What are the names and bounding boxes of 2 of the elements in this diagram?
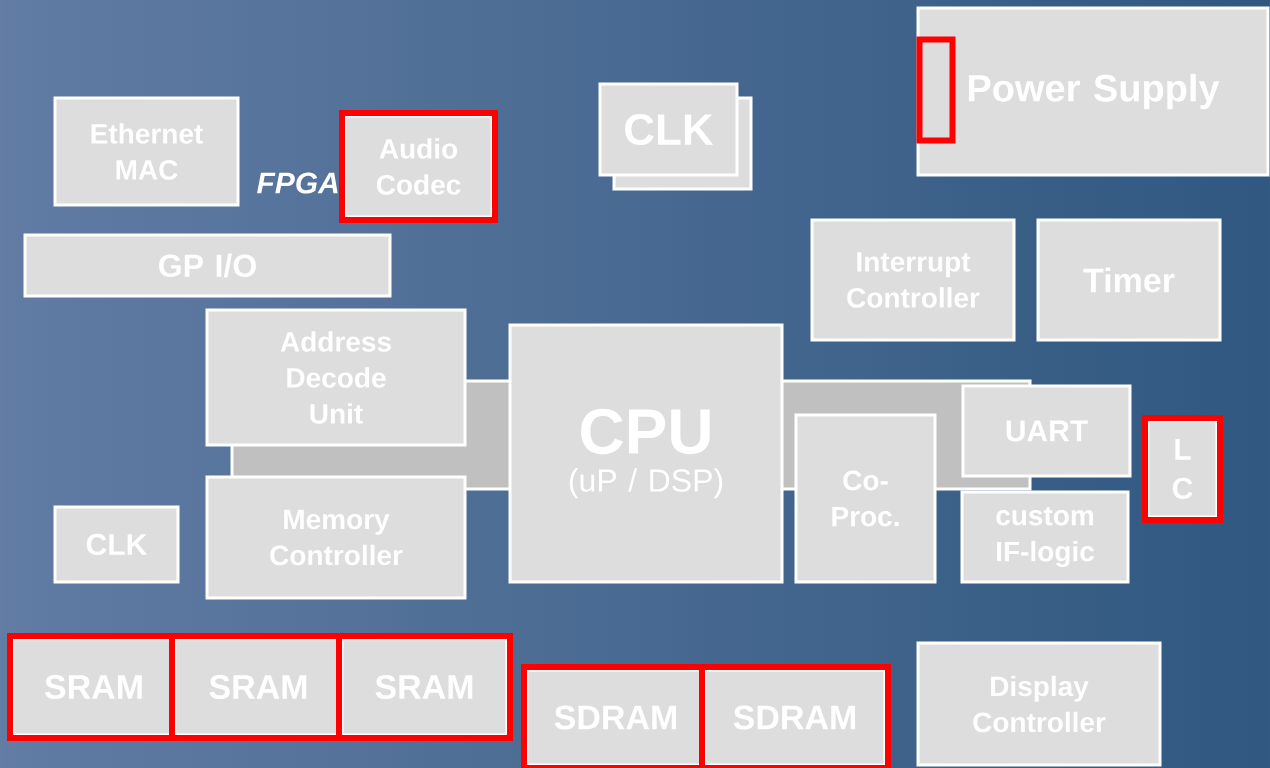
highlight-box (916, 36, 956, 144)
chip-label: FPGA (257, 172, 338, 194)
